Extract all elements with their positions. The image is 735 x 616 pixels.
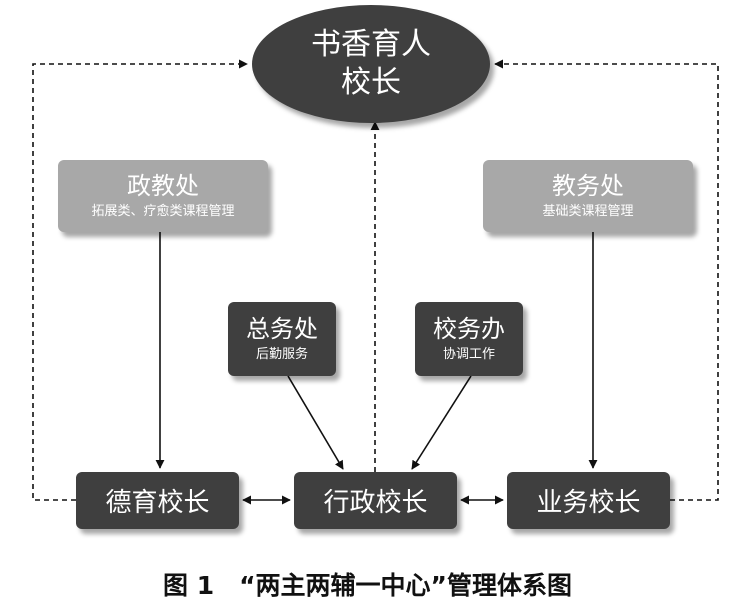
- xingzheng-principal-box: 行政校长: [294, 472, 457, 529]
- arrow-zongwuchu-to-xingzheng: [287, 375, 344, 470]
- jiaowuchu-box: 教务处 基础类课程管理: [483, 160, 693, 232]
- yewu-principal-box: 业务校长: [507, 472, 670, 529]
- zongwuchu-title: 总务处: [246, 315, 318, 343]
- jiaowuchu-subtitle: 基础类课程管理: [542, 204, 634, 219]
- zongwuchu-box: 总务处 后勤服务: [228, 302, 336, 376]
- zhengjiaochu-box: 政教处 拓展类、疗愈类课程管理: [58, 160, 268, 232]
- zhengjiaochu-subtitle: 拓展类、疗愈类课程管理: [91, 204, 235, 219]
- zhengjiaochu-title: 政教处: [127, 172, 199, 200]
- arrow-xiaowuban-to-xingzheng: [411, 375, 472, 470]
- top-principal-ellipse: 书香育人 校长: [252, 5, 490, 123]
- deyu-principal-label: 德育校长: [105, 488, 210, 518]
- jiaowuchu-title: 教务处: [552, 172, 624, 200]
- top-title-line2: 校长: [341, 65, 401, 100]
- zongwuchu-subtitle: 后勤服务: [255, 347, 308, 362]
- deyu-principal-box: 德育校长: [76, 472, 239, 529]
- xiaowuban-box: 校务办 协调工作: [415, 302, 523, 376]
- yewu-principal-label: 业务校长: [536, 488, 641, 518]
- xingzheng-principal-label: 行政校长: [323, 488, 428, 518]
- dashed-arrow-right: [494, 59, 719, 501]
- figure-caption: 图 1 “两主两辅一中心”管理体系图: [163, 571, 572, 600]
- dashed-arrow-left: [32, 59, 248, 501]
- xiaowuban-subtitle: 协调工作: [442, 347, 495, 362]
- top-title-line1: 书香育人: [311, 27, 431, 62]
- xiaowuban-title: 校务办: [433, 315, 505, 343]
